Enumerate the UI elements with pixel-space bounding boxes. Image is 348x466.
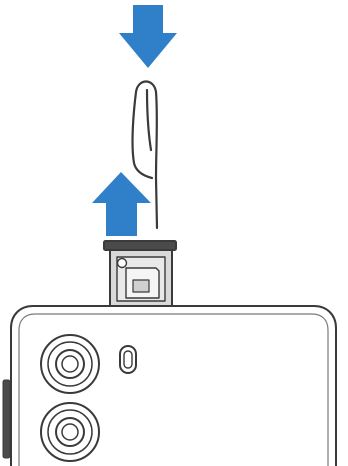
camera-lens-2-ring <box>47 409 93 455</box>
pull-up-arrow-shape <box>92 172 151 236</box>
pull-up-arrow <box>92 172 151 236</box>
side-button <box>2 379 11 459</box>
camera-lens-2-core <box>61 423 79 441</box>
flash-inner <box>123 350 133 369</box>
camera-lens-1-outer <box>40 334 100 394</box>
eject-pin-outer-loop <box>131 80 159 230</box>
camera-lens-2-mid <box>55 417 85 447</box>
phone-outline <box>10 305 337 466</box>
camera-lens-secondary <box>40 402 100 462</box>
phone-body <box>10 305 337 466</box>
camera-lens-1-mid <box>55 349 85 379</box>
sim-tray-cap <box>103 240 177 251</box>
sim-tray <box>103 240 177 307</box>
camera-lens-2-outer <box>40 402 100 462</box>
push-down-arrow-shape <box>119 5 177 68</box>
flash-outer <box>119 345 137 374</box>
eject-pin <box>131 80 159 230</box>
eject-pin-inner-loop <box>145 88 153 152</box>
camera-lens-1-core <box>61 355 79 373</box>
sim-tray-pin-hole <box>116 257 128 269</box>
camera-lens <box>40 334 100 394</box>
sim-tray-slot-notch <box>132 279 150 293</box>
camera-lens-1-ring <box>47 341 93 387</box>
phone-inner-edge <box>18 313 329 466</box>
push-down-arrow <box>119 5 177 68</box>
flash <box>119 345 137 374</box>
